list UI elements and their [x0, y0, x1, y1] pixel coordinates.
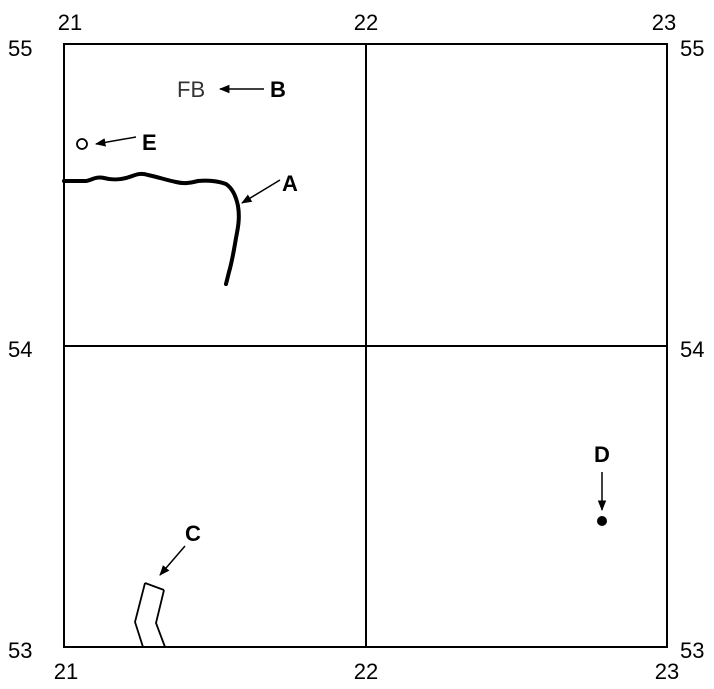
grid-label-bottom-23: 23	[655, 659, 679, 684]
grid-label-top-22: 22	[354, 10, 378, 35]
feature-c-road-top	[144, 582, 165, 591]
callout-e: E	[142, 130, 157, 155]
callout-b: B	[270, 77, 286, 102]
grid-label-top-23: 23	[652, 10, 676, 35]
grid-label-bottom-21: 21	[54, 659, 78, 684]
grid-label-right-53: 53	[680, 638, 704, 663]
grid-label-bottom-22: 22	[354, 659, 378, 684]
feature-c-road-right	[155, 589, 166, 648]
feature-c-road-left	[134, 582, 146, 648]
feature-d-dot	[597, 516, 607, 526]
arrow-e	[94, 136, 137, 147]
arrow-a	[241, 179, 281, 204]
callout-c: C	[185, 521, 201, 546]
grid-label-right-54: 54	[680, 337, 704, 362]
feature-a-line	[62, 171, 241, 286]
grid-label-left-55: 55	[8, 36, 32, 61]
feature-e-open-circle	[76, 138, 88, 150]
grid-label-top-21: 21	[58, 10, 82, 35]
grid-label-left-53: 53	[8, 638, 32, 663]
grid-label-right-55: 55	[680, 36, 704, 61]
arrow-c	[159, 545, 186, 576]
grid-label-left-54: 54	[8, 337, 32, 362]
callout-d: D	[594, 442, 610, 467]
callout-a: A	[282, 171, 298, 196]
fb-symbol: FB	[177, 77, 205, 102]
